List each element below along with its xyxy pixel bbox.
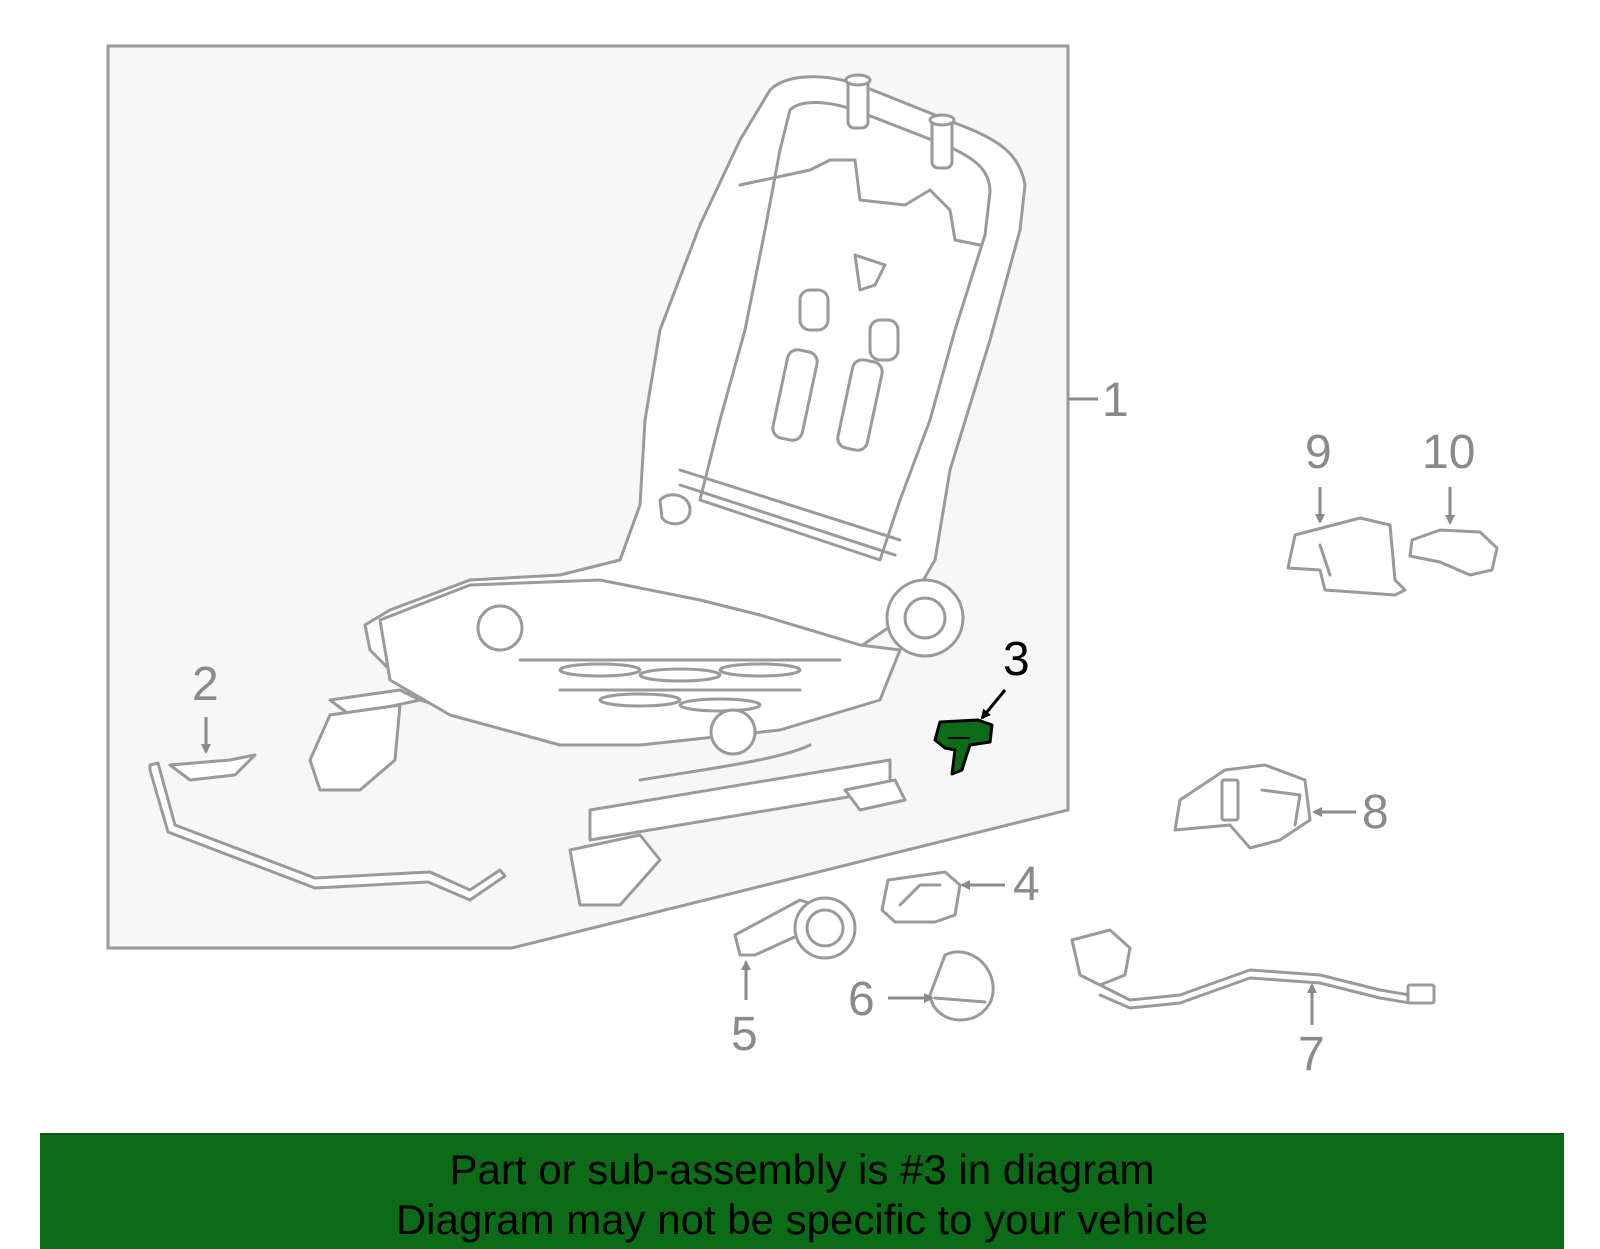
banner-line-part: Part or sub-assembly is #3 in diagram [449,1146,1155,1193]
callout-1: 1 [1102,374,1129,427]
part-10-cap-drawing [1408,528,1499,577]
callout-7: 7 [1298,1028,1325,1081]
seat-parts-diagram: 1 2 3 4 5 6 7 8 9 10 [106,44,1499,1081]
callout-4: 4 [1013,858,1040,911]
part-9-cover-drawing [1286,516,1407,597]
part-6-knob-drawing [928,950,995,1022]
callout-10: 10 [1422,426,1475,479]
part-5-lever-drawing [733,896,857,960]
banner-line-disclaimer: Diagram may not be specific to your vehi… [395,1196,1209,1243]
part-info-banner: Part or sub-assembly is #3 in diagram Di… [40,1133,1564,1249]
callout-3-arrow [980,689,1007,720]
callout-5: 5 [731,1008,758,1061]
seat-frame-drawing [308,73,1027,907]
callout-3[interactable]: 3 [1003,633,1030,686]
callout-2: 2 [192,658,219,711]
part-7-cable-drawing [1070,928,1436,1010]
part-2-towel-bar-drawing [148,753,507,902]
part-4-cover-drawing [880,870,962,924]
callout-9: 9 [1305,426,1332,479]
callout-6: 6 [848,973,875,1026]
part-3-bracket-highlighted[interactable] [933,718,994,776]
part-8-trim-drawing [1173,763,1312,850]
callout-8: 8 [1362,786,1389,839]
